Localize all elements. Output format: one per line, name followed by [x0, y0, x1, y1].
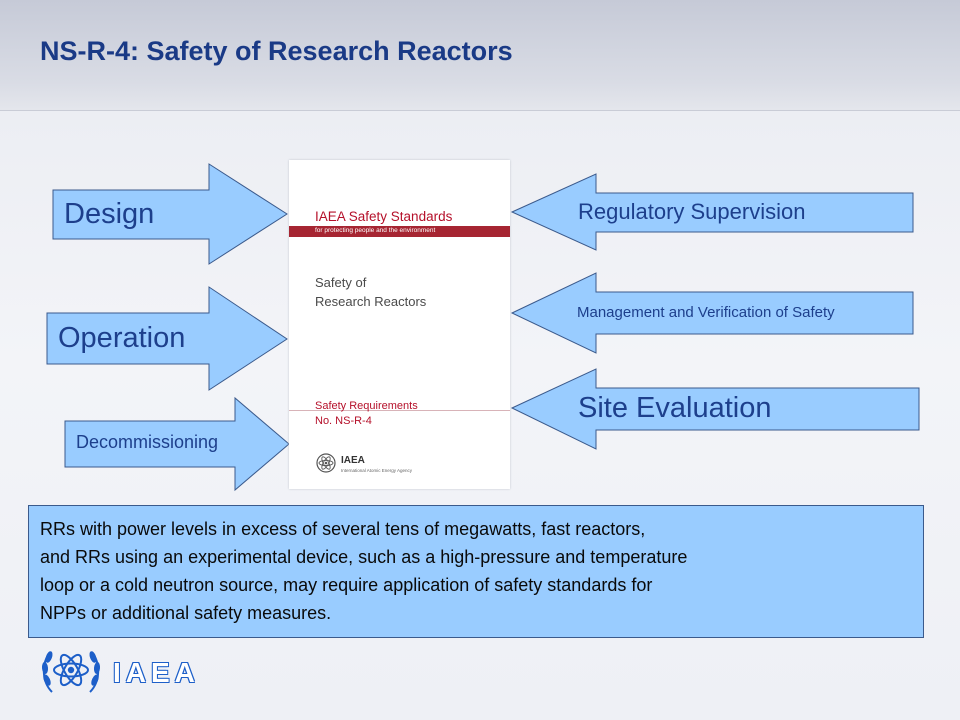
arrow-design	[52, 163, 288, 265]
arrow-label-design: Design	[64, 198, 155, 230]
cover-red-bar	[289, 226, 510, 237]
cover-org-subtitle: International Atomic Energy Agency	[341, 468, 413, 473]
cover-org-name: IAEA	[341, 455, 365, 466]
arrow-decommissioning	[64, 396, 290, 492]
slide-title: NS-R-4: Safety of Research Reactors	[40, 36, 513, 66]
cover-title-line2: Research Reactors	[315, 294, 427, 309]
arrow-management-verification	[510, 272, 914, 354]
note-line-2: and RRs using an experimental device, su…	[40, 547, 688, 567]
cover-title-line1: Safety of	[315, 275, 367, 290]
cover-series-title: IAEA Safety Standards	[315, 209, 453, 224]
cover-requirements-line2: No. NS-R-4	[315, 415, 372, 427]
arrow-site-evaluation	[510, 368, 920, 450]
cover-iaea-emblem-icon	[316, 453, 336, 473]
note-line-4: NPPs or additional safety measures.	[40, 603, 332, 623]
cover-requirements-line1: Safety Requirements	[315, 400, 418, 412]
publication-cover: IAEA Safety Standards for protecting peo…	[289, 160, 510, 489]
note-box: RRs with power levels in excess of sever…	[28, 505, 924, 638]
note-line-3: loop or a cold neutron source, may requi…	[40, 575, 653, 595]
arrow-label-regulatory-supervision: Regulatory Supervision	[578, 199, 806, 224]
title-band	[0, 0, 960, 111]
cover-divider	[289, 410, 510, 411]
arrow-regulatory-supervision	[510, 173, 914, 251]
note-line-1: RRs with power levels in excess of sever…	[40, 519, 646, 539]
iaea-logo-text: IAEA	[113, 657, 200, 688]
arrow-operation	[46, 286, 288, 391]
arrow-label-site-evaluation: Site Evaluation	[578, 392, 772, 424]
arrow-label-management-verification: Management and Verification of Safety	[577, 304, 835, 321]
arrow-label-decommissioning: Decommissioning	[76, 432, 219, 452]
iaea-emblem-icon	[41, 651, 101, 693]
arrow-label-operation: Operation	[58, 322, 186, 354]
cover-series-subtitle: for protecting people and the environmen…	[315, 227, 436, 234]
